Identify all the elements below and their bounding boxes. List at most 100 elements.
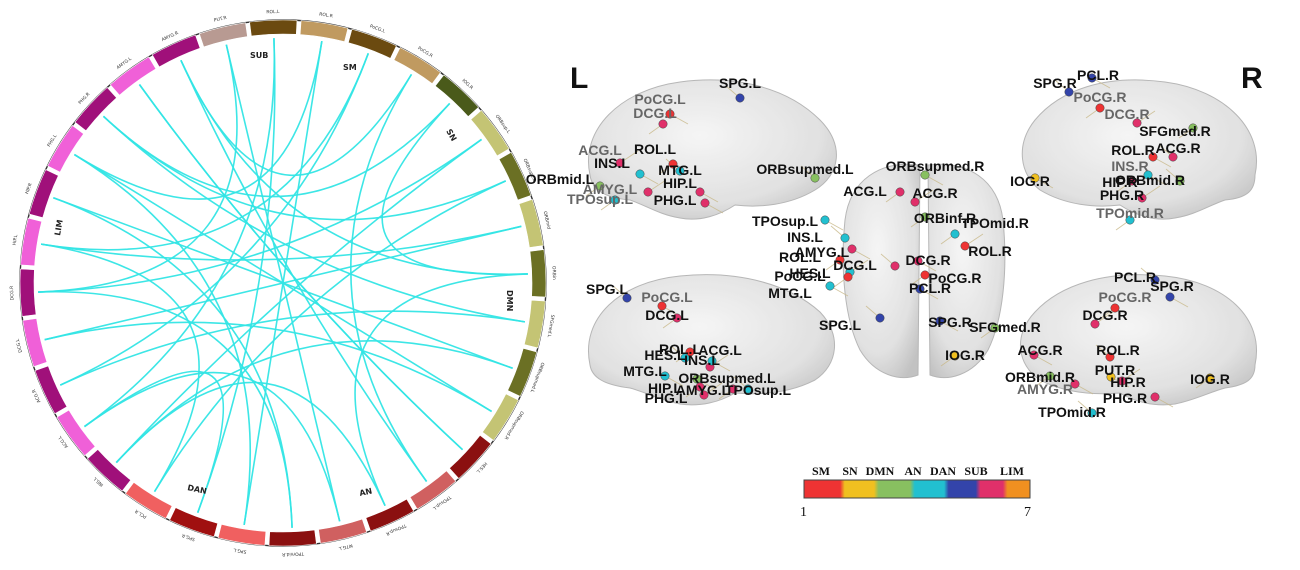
brain-node [1087, 73, 1097, 83]
circos-link [84, 38, 276, 428]
circos-link [115, 138, 482, 464]
circos-link [138, 84, 464, 451]
circos-segment [198, 22, 248, 48]
brain-node-label: PoCG.R [929, 270, 982, 286]
circos-link [180, 59, 428, 482]
brain-node-label: AMYG.L [583, 181, 638, 197]
brain-node [622, 293, 632, 303]
brain-node [990, 323, 1000, 333]
legend-min-label: 1 [800, 505, 807, 520]
legend-category-label: SUB [964, 464, 987, 478]
circos-link [84, 370, 225, 513]
brain-bottom-left [588, 274, 835, 406]
brain-node [1095, 103, 1105, 113]
brain-node-label: ORBsupmed.L [678, 370, 776, 386]
brain-node-label: PoCG.L [634, 91, 686, 107]
circos-segment-label: AMYG.R [161, 30, 180, 43]
brain-node [847, 244, 857, 254]
brain-surface-left [842, 163, 921, 379]
brain-node-label: IOG.R [945, 347, 985, 363]
brain-node-label: AMYG.L [676, 382, 731, 398]
brain-node-label: MTG.L [623, 363, 667, 379]
brain-node [1064, 87, 1074, 97]
circos-segment-label: IOG.R [461, 78, 475, 91]
circos-segment [20, 217, 43, 267]
legend-category-label: SM [812, 464, 830, 478]
circos-segment [249, 19, 298, 37]
brain-node [1045, 371, 1055, 381]
circos-segment [365, 498, 415, 532]
circos-segment [125, 481, 173, 519]
brain-node [665, 109, 675, 119]
brain-node [950, 229, 960, 239]
brain-node-label: INS.L [787, 229, 823, 245]
brain-node-label: PHG.L [654, 192, 697, 208]
network-label-an: AN [359, 486, 373, 497]
brain-top-right [1021, 79, 1257, 220]
circos-segment-label: INS.L [92, 475, 105, 488]
circos-segment [449, 434, 492, 480]
circos-segment [518, 198, 544, 248]
circos-link [40, 243, 200, 493]
circos-segment [481, 393, 519, 441]
circos-segment-label: PoCG.R [417, 45, 434, 59]
legend-colorbar [803, 479, 1031, 499]
hemisphere-label-right: R [1241, 62, 1263, 95]
brain-node-label: PHG.R [1103, 390, 1147, 406]
circos-segment-label: MTG.L [338, 542, 354, 551]
brain-node-label: ACG.L [698, 342, 742, 358]
brain-node-label: SPG.R [1033, 75, 1077, 91]
brain-node [1090, 319, 1100, 329]
brain-node [1070, 379, 1080, 389]
circos-link [138, 84, 464, 451]
brain-node-label: INS.R [1111, 158, 1148, 174]
brain-node-label: PoCG.L [641, 289, 693, 305]
brain-node-label: DCG.L [833, 257, 877, 273]
circos-segment-label: SPG.R [181, 532, 196, 542]
brain-node [672, 313, 682, 323]
brain-node [700, 198, 710, 208]
circos-link [73, 153, 251, 526]
circos-segment [19, 268, 37, 317]
brain-node-label: PUT.R [1095, 362, 1135, 378]
network-label-dan: DAN [187, 483, 208, 496]
circos-segment [507, 347, 538, 397]
brain-node [675, 166, 685, 176]
brain-node [1132, 118, 1142, 128]
brain-node-label: ROL.R [1096, 342, 1140, 358]
brain-node-label: ACG.R [1017, 342, 1062, 358]
network-label-sm: SM [343, 63, 357, 72]
circos-segment [318, 518, 368, 544]
circos-segment-label: ACG.L [57, 434, 70, 449]
brain-surface [1020, 274, 1257, 406]
circos-links [38, 38, 528, 528]
brain-node-label: ACG.R [912, 185, 957, 201]
circos-segment [268, 529, 317, 547]
circos-link [73, 40, 323, 200]
brain-node-label: PoCG.R [1074, 89, 1127, 105]
circos-link [44, 321, 493, 413]
circos-segment-label: ACG.R [31, 388, 42, 403]
network-label-sn: SN [444, 128, 458, 143]
circos-segment [151, 34, 201, 68]
brain-node-label: AMYG.L [795, 244, 850, 260]
circos-segment-label: ROL.L [266, 9, 280, 16]
circos-segment [56, 409, 96, 457]
circos-segment-label: HES.L [475, 461, 489, 475]
brain-node [875, 313, 885, 323]
circos-segment-label: DCG.R [9, 286, 16, 301]
brain-node-label: INS.L [594, 155, 630, 171]
circos-segment-label: ROL.R [319, 11, 334, 19]
circos-link [73, 153, 493, 413]
circos-segment-label: PUT.R [213, 15, 227, 24]
circos-link [180, 59, 413, 177]
brain-node-label: HIP.R [1110, 374, 1146, 390]
brain-node [920, 212, 930, 222]
brain-node-label: PCL.R [1114, 269, 1156, 285]
brain-node-label: DCG.L [645, 307, 689, 323]
brain-node [1117, 376, 1127, 386]
brain-node [1168, 152, 1178, 162]
brain-node [915, 284, 925, 294]
circos-link [38, 290, 293, 528]
brain-node-label: SPG.L [586, 281, 628, 297]
